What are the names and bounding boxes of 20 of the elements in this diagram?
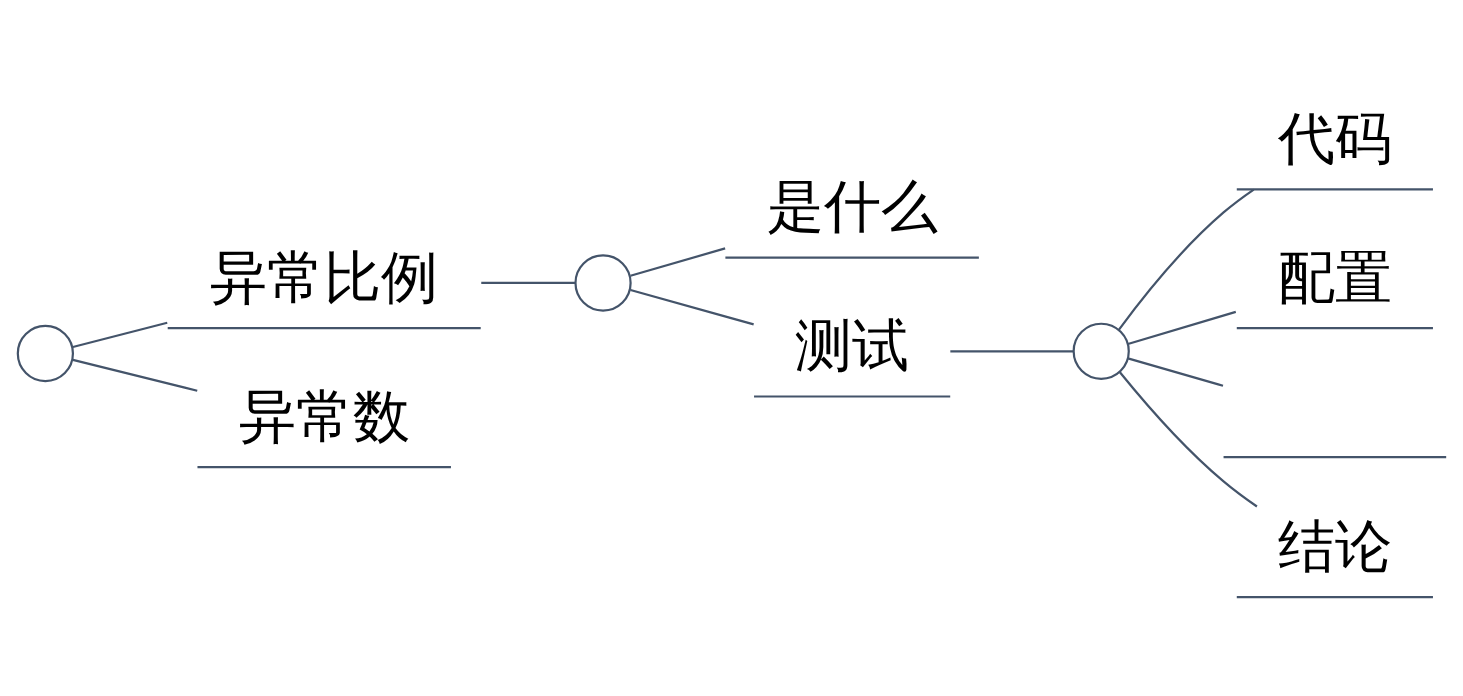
- connector: [1118, 371, 1258, 508]
- node-circle: [16, 324, 74, 383]
- node-text: 代码: [1277, 104, 1392, 172]
- node-text: 测试: [794, 312, 909, 380]
- connector: [949, 350, 1073, 353]
- connector: [1117, 188, 1254, 331]
- connector: [1127, 357, 1223, 387]
- node-text: 配置: [1277, 243, 1392, 311]
- connector: [1127, 310, 1236, 346]
- node-circle: [573, 254, 632, 312]
- node-text: 异常比例: [209, 243, 438, 311]
- node-text: 是什么: [766, 173, 938, 241]
- connector: [72, 358, 197, 392]
- node-text: 结论: [1277, 512, 1392, 580]
- connector: [480, 281, 575, 285]
- connector: [629, 288, 754, 326]
- node-circle: [1072, 322, 1130, 380]
- connector: [72, 321, 167, 349]
- connector: [629, 247, 725, 277]
- node-text: 异常数: [238, 382, 410, 450]
